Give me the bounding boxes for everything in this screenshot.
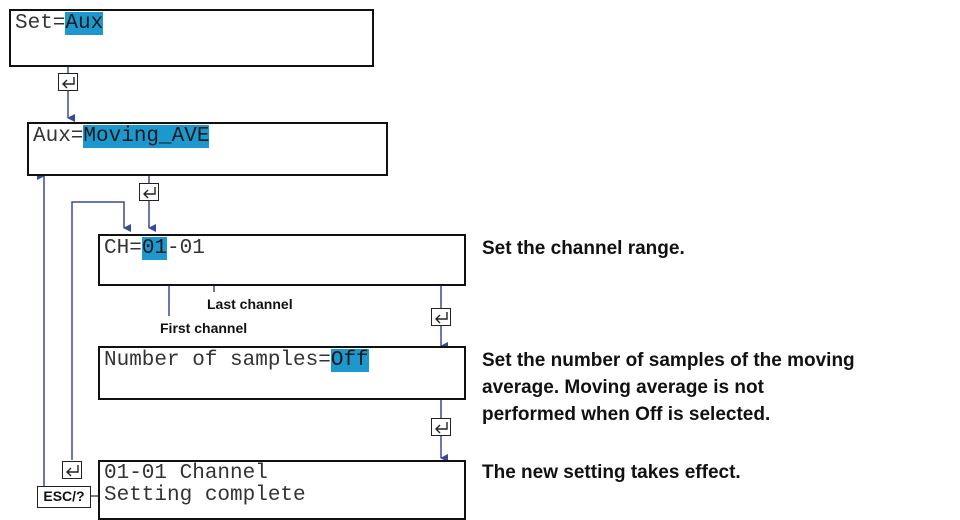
samples-description-line2: average. Moving average is not xyxy=(482,377,764,398)
enter-key-icon xyxy=(435,312,448,324)
takes-effect-description: The new setting takes effect. xyxy=(482,462,741,483)
samples-description-line1: Set the number of samples of the moving xyxy=(482,350,855,371)
enter-key-button[interactable] xyxy=(58,73,78,91)
enter-key-icon xyxy=(435,422,448,434)
samples-value: Off xyxy=(330,349,369,372)
samples-line: Number of samples=Off xyxy=(104,349,369,372)
first-channel-value: 01 xyxy=(141,237,168,260)
channel-label: CH= xyxy=(104,237,142,260)
last-channel-value: -01 xyxy=(167,237,205,260)
complete-line1: 01-01 Channel xyxy=(104,462,268,485)
enter-key-icon xyxy=(62,77,75,89)
lcd-set-screen: Set=Aux xyxy=(9,9,374,67)
enter-key-icon xyxy=(66,465,79,477)
enter-key-button[interactable] xyxy=(431,308,451,326)
set-line: Set=Aux xyxy=(15,12,104,35)
channel-range-description: Set the channel range. xyxy=(482,238,685,259)
loop-back-to-ch xyxy=(71,201,131,460)
set-value: Aux xyxy=(65,12,104,35)
aux-value: Moving_AVE xyxy=(83,125,210,148)
lcd-samples-screen: Number of samples=Off xyxy=(98,346,466,400)
first-channel-label: First channel xyxy=(160,320,248,336)
lcd-complete-screen: 01-01 Channel Setting complete xyxy=(98,460,466,520)
samples-description-line3: performed when Off is selected. xyxy=(482,404,771,425)
lcd-channel-screen: CH=01-01 xyxy=(98,234,466,286)
aux-line: Aux=Moving_AVE xyxy=(33,125,210,148)
enter-key-button[interactable] xyxy=(431,418,451,436)
set-label: Set= xyxy=(15,12,66,35)
last-channel-label: Last channel xyxy=(207,296,293,312)
enter-key-button[interactable] xyxy=(62,461,82,479)
lcd-aux-screen: Aux=Moving_AVE xyxy=(27,122,388,176)
complete-line2: Setting complete xyxy=(104,484,306,507)
aux-label: Aux= xyxy=(33,125,84,148)
enter-key-button[interactable] xyxy=(139,183,159,201)
samples-label: Number of samples= xyxy=(104,349,331,372)
enter-key-icon xyxy=(143,187,156,199)
channel-line: CH=01-01 xyxy=(104,237,205,260)
esc-help-button[interactable]: ESC/? xyxy=(37,486,91,508)
